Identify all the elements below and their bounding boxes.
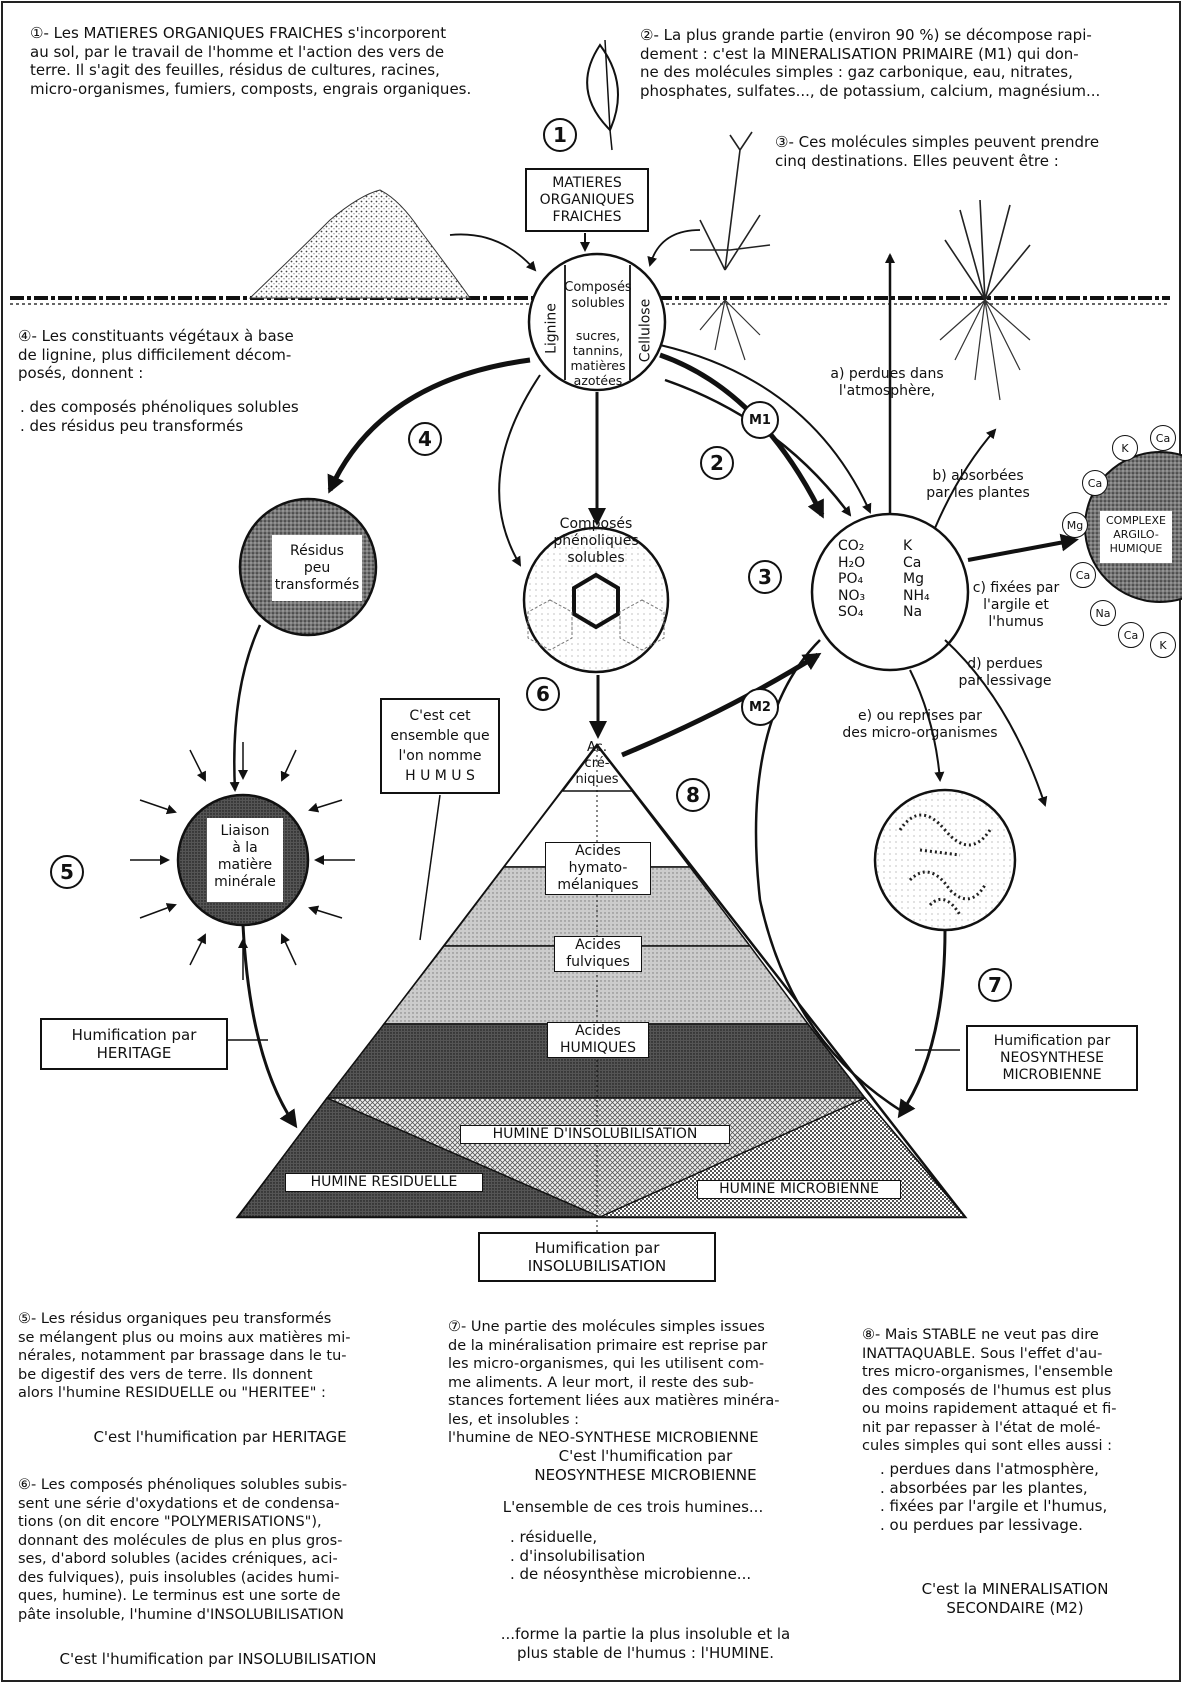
label-acides-humiques: Acides HUMIQUES — [547, 1022, 649, 1058]
label-destination-a: a) perdues dans l'atmosphère, — [830, 366, 944, 399]
note-8-list: . perdues dans l'atmosphère, . absorbées… — [880, 1460, 1108, 1534]
note-8-conclusion: C'est la MINERALISATION SECONDAIRE (M2) — [921, 1580, 1109, 1617]
note-3: ③- Ces molécules simples peuvent prendre… — [775, 133, 1100, 170]
step-1-marker: 1 — [543, 118, 577, 152]
note-5: ⑤- Les résidus organiques peu transformé… — [18, 1311, 351, 1401]
note-4: ④- Les constituants végétaux à base de l… — [18, 327, 294, 382]
box-humification-heritage: Humification par HERITAGE — [40, 1018, 228, 1070]
box-humification-neosynthese: Humification par NEOSYNTHESE MICROBIENNE — [966, 1025, 1138, 1091]
note-7-conclusion: C'est l'humification par NEOSYNTHESE MIC… — [534, 1447, 757, 1484]
label-destination-c: c) fixées par l'argile et l'humus — [972, 580, 1060, 630]
note-7-final: ...forme la partie la plus insoluble et … — [500, 1625, 791, 1662]
label-acides-hymatomelaniques: Acides hymato- mélaniques — [545, 842, 651, 895]
label-composes-phenoliques: Composés phénoliques solubles — [553, 516, 639, 566]
m1-marker: M1 — [741, 401, 779, 439]
note-7-list: . résiduelle, . d'insolubilisation . de … — [510, 1528, 752, 1583]
ion-ca-left-top: Ca — [1082, 470, 1108, 496]
ion-mg: Mg — [1062, 512, 1088, 538]
box-humus: C'est cet ensemble que l'on nomme H U M … — [380, 698, 500, 794]
label-humine-insolubilisation: HUMINE D'INSOLUBILISATION — [460, 1125, 730, 1144]
label-acides-fulviques: Acides fulviques — [554, 936, 642, 972]
label-residus: Résidus peu transformés — [274, 543, 360, 593]
ion-ca-left: Ca — [1070, 562, 1096, 588]
ion-k-bottom: K — [1150, 632, 1176, 658]
label-molecules-right: K Ca Mg NH₄ Na — [903, 538, 930, 620]
note-6: ⑥- Les composés phénoliques solubles sub… — [18, 1477, 348, 1623]
note-7-ensemble: L'ensemble de ces trois humines... — [502, 1498, 764, 1516]
label-cellulose: Cellulose — [637, 298, 654, 363]
step-3-marker: 3 — [748, 560, 782, 594]
note-6-conclusion: C'est l'humification par INSOLUBILISATIO… — [59, 1650, 377, 1668]
label-humine-microbienne: HUMINE MICROBIENNE — [697, 1180, 901, 1199]
label-destination-d: d) perdues par lessivage — [958, 656, 1052, 689]
note-5-conclusion: C'est l'humification par HERITAGE — [93, 1428, 347, 1446]
label-acides-creniques: Ac. cré- niques — [575, 740, 619, 787]
label-lignine: Lignine — [543, 303, 560, 354]
label-liaison: Liaison à la matière minérale — [214, 823, 276, 890]
ion-na: Na — [1090, 600, 1116, 626]
label-humine-residuelle: HUMINE RESIDUELLE — [285, 1173, 483, 1192]
note-4-list: . des composés phénoliques solubles . de… — [20, 398, 299, 435]
label-molecules-left: CO₂ H₂O PO₄ NO₃ SO₄ — [838, 538, 866, 620]
label-sucres: sucres, tannins, matières azotées — [570, 328, 626, 388]
note-8: ⑧- Mais STABLE ne veut pas dire INATTAQU… — [862, 1327, 1117, 1454]
label-composes-solubles: Composés solubles — [564, 280, 632, 311]
note-1: ①- Les MATIERES ORGANIQUES FRAICHES s'in… — [30, 24, 472, 98]
step-2-marker: 2 — [700, 446, 734, 480]
m2-marker: M2 — [741, 688, 779, 726]
note-2: ②- La plus grande partie (environ 90 %) … — [640, 26, 1101, 100]
ion-k-top: K — [1112, 435, 1138, 461]
box-matieres-organiques: MATIERES ORGANIQUES FRAICHES — [525, 168, 649, 232]
box-humification-insolubilisation: Humification par INSOLUBILISATION — [478, 1232, 716, 1282]
step-5-marker: 5 — [50, 855, 84, 889]
step-6-marker: 6 — [526, 677, 560, 711]
step-8-marker: 8 — [676, 778, 710, 812]
step-7-marker: 7 — [978, 968, 1012, 1002]
label-complexe-argilo-humique: COMPLEXE ARGILO- HUMIQUE — [1105, 514, 1167, 555]
ion-ca-bottom: Ca — [1118, 622, 1144, 648]
step-4-marker: 4 — [408, 422, 442, 456]
label-destination-e: e) ou reprises par des micro-organismes — [842, 708, 998, 741]
ion-ca-top: Ca — [1150, 425, 1176, 451]
label-destination-b: b) absorbées par les plantes — [926, 468, 1030, 501]
note-7: ⑦- Une partie des molécules simples issu… — [448, 1319, 780, 1446]
